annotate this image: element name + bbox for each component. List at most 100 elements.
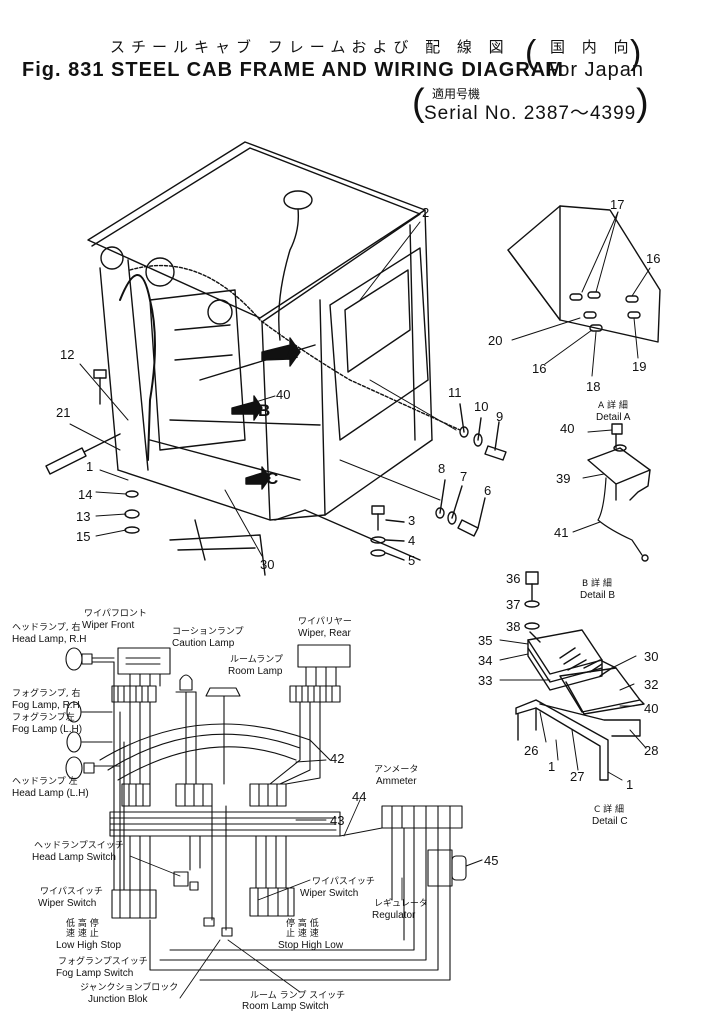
figure-title: Fig. 831 STEEL CAB FRAME AND WIRING DIAG… xyxy=(22,59,564,81)
callout-9: 9 xyxy=(496,409,504,424)
callout-13: 13 xyxy=(76,509,91,524)
wiper-front-label: Wiper Front xyxy=(82,620,135,631)
fog-lamp-switch-japanese: フォグランプスイッチ xyxy=(58,957,148,967)
regulator-label: Regulator xyxy=(372,910,416,921)
serial-japanese: 適用号機 xyxy=(432,87,481,101)
callout-28: 28 xyxy=(644,743,659,758)
callout-36: 37 xyxy=(506,597,521,612)
head-lamp-switch-label: Head Lamp Switch xyxy=(32,852,116,863)
detail-a-panel xyxy=(507,205,661,377)
detail-a-japanese: A 詳 細 xyxy=(598,401,628,411)
wiper-switch-rear-japanese: ワイパスイッチ xyxy=(312,877,375,887)
fog-lamp-lh-label: Fog Lamp (L.H) xyxy=(12,724,83,735)
hardware-3-5 xyxy=(370,505,405,561)
head-lamp-lh-japanese: ヘッドランプ 左 xyxy=(12,777,78,787)
callout-15: 15 xyxy=(76,529,91,544)
callout-14: 14 xyxy=(78,487,93,502)
detail-a-label: Detail A xyxy=(596,412,631,423)
regulator-japanese: レギュレータ xyxy=(374,899,428,909)
callout-38: 40 xyxy=(644,701,659,716)
callout-7: 7 xyxy=(460,469,468,484)
fog-lamp-lh-japanese: フォグランプ左 xyxy=(12,713,75,723)
callout-41: 41 xyxy=(554,525,569,540)
callout-40-cab: 40 xyxy=(276,387,291,402)
callout-16-bottom: 16 xyxy=(532,361,547,376)
callout-30-detail: 30 xyxy=(644,649,659,664)
callout-37: 38 xyxy=(506,619,521,634)
low-high-stop-label: Low High Stop xyxy=(56,940,122,951)
ammeter-japanese: アンメータ xyxy=(374,765,419,775)
wiper-rear-japanese: ワイパリヤー xyxy=(298,617,352,627)
wiper-switch-label: Wiper Switch xyxy=(38,898,97,909)
view-arrow-a: A xyxy=(286,343,299,362)
region-japanese: 国 内 向 xyxy=(550,38,635,56)
callout-18: 18 xyxy=(586,379,601,394)
wiper-switch-rear-label: Wiper Switch xyxy=(300,888,359,899)
paren-left-serial: ( xyxy=(412,82,425,124)
wiper-front-japanese: ワイパフロント xyxy=(84,609,147,619)
detail-bracket-39 xyxy=(572,423,651,562)
detail-b-label: Detail B xyxy=(580,590,616,601)
stop-high-low-japanese-2: 止 速 速 xyxy=(286,929,319,939)
ammeter-label: Ammeter xyxy=(376,776,417,787)
hardware-9-11 xyxy=(459,403,507,461)
callout-1-detail-b: 1 xyxy=(626,777,634,792)
callout-8: 8 xyxy=(438,461,446,476)
callout-30-cab: 30 xyxy=(260,557,275,572)
callout-12: 12 xyxy=(60,347,75,362)
callout-32: 33 xyxy=(478,673,493,688)
callout-16-top: 16 xyxy=(646,251,661,266)
title-japanese: スチールキャブ フレームおよび 配 線 図 xyxy=(110,38,510,56)
room-lamp-label: Room Lamp xyxy=(228,666,283,677)
detail-c-japanese: C 詳 細 xyxy=(594,805,625,815)
callout-42: 42 xyxy=(330,751,345,766)
detail-c-label: Detail C xyxy=(592,816,628,827)
callout-31: 32 xyxy=(644,677,659,692)
low-high-stop-japanese: 低 高 停 xyxy=(66,919,99,929)
callout-35: 36 xyxy=(506,571,521,586)
wiper-rear-label: Wiper, Rear xyxy=(298,628,351,639)
room-lamp-switch-label: Room Lamp Switch xyxy=(242,1001,329,1012)
stop-high-low-label: Stop High Low xyxy=(278,940,344,951)
callout-21: 21 xyxy=(56,405,71,420)
hardware-6-8 xyxy=(435,479,486,537)
detail-b-block xyxy=(499,571,647,781)
wiring-schematic xyxy=(65,644,483,999)
callout-1: 1 xyxy=(86,459,94,474)
head-lamp-rh-label: Head Lamp, R.H xyxy=(12,634,87,645)
head-lamp-switch-japanese: ヘッドランプスイッチ xyxy=(34,841,124,851)
room-lamp-switch-japanese: ルーム ランプ スイッチ xyxy=(250,991,346,1001)
fog-lamp-rh-label: Fog Lamp, R.H xyxy=(12,700,80,711)
caution-lamp-japanese: コーションランプ xyxy=(172,627,244,637)
detail-b-japanese: B 詳 細 xyxy=(582,579,612,589)
head-lamp-lh-label: Head Lamp (L.H) xyxy=(12,788,89,799)
view-arrow-c: C xyxy=(266,469,279,488)
wiper-switch-japanese: ワイパスイッチ xyxy=(40,887,103,897)
bolt-12 xyxy=(93,369,107,405)
callout-2: 2 xyxy=(422,205,430,220)
screwdriver xyxy=(45,433,121,475)
junction-block-japanese: ジャンクションブロック xyxy=(80,983,179,993)
room-lamp-japanese: ルームランプ xyxy=(230,655,284,665)
callout-11: 11 xyxy=(448,385,462,400)
callout-6: 6 xyxy=(484,483,492,498)
callout-40-detail: 40 xyxy=(560,421,575,436)
callout-27: 27 xyxy=(570,769,585,784)
callout-39: 39 xyxy=(556,471,571,486)
callout-19: 19 xyxy=(632,359,647,374)
low-high-stop-japanese-2: 速 速 止 xyxy=(66,929,99,939)
paren-right-serial: ) xyxy=(636,82,649,124)
callout-34: 35 xyxy=(478,633,493,648)
callout-44: 44 xyxy=(352,789,367,804)
paren-right-region: ) xyxy=(630,34,642,72)
view-arrow-b: B xyxy=(258,401,271,420)
paren-left-region: ( xyxy=(525,34,537,72)
junction-block-label: Junction Blok xyxy=(88,994,148,1005)
fog-lamp-rh-japanese: フォグランプ, 右 xyxy=(12,689,81,699)
callout-4: 4 xyxy=(408,533,416,548)
caution-lamp-label: Caution Lamp xyxy=(172,638,235,649)
callout-5: 5 xyxy=(408,553,416,568)
callout-1-detail-a: 1 xyxy=(548,759,556,774)
